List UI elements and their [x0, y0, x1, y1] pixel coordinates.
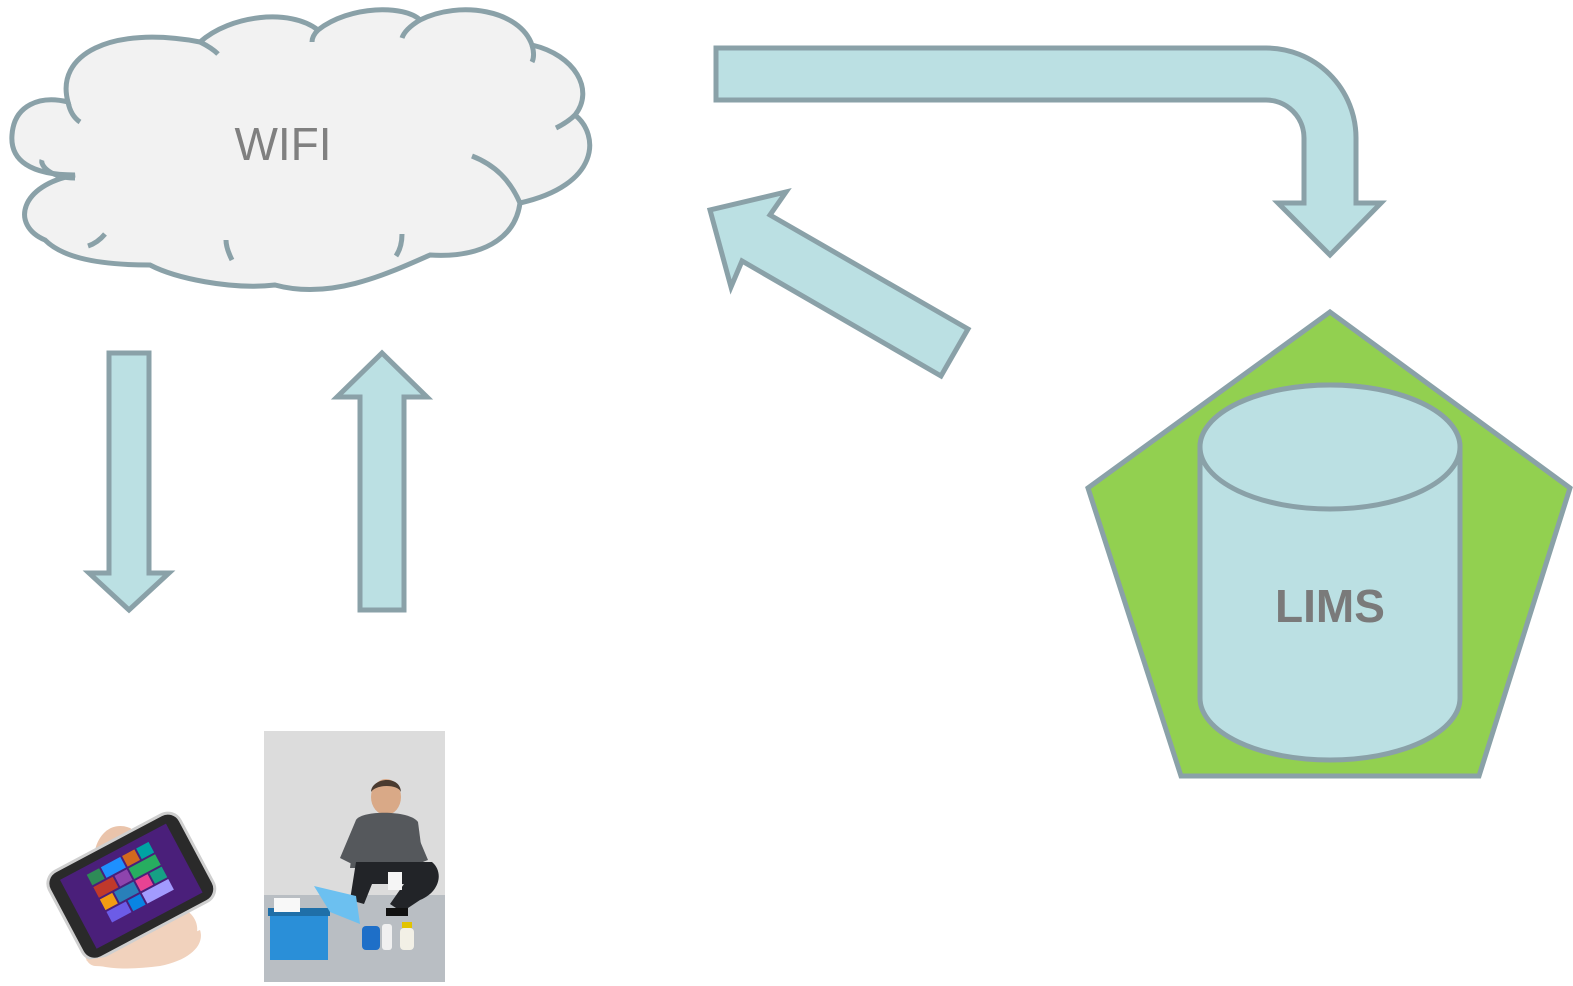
tablet-photo: [43, 808, 220, 968]
arrow-bent-to-lims: [716, 48, 1381, 255]
sample-bottle: [362, 926, 380, 950]
lims-database-top: [1200, 385, 1460, 509]
lims-label: LIMS: [1275, 580, 1385, 632]
wifi-cloud-label: WIFI: [234, 118, 331, 170]
technician-shoe: [386, 908, 408, 916]
cool-box-body: [270, 912, 328, 960]
sample-bottle: [382, 924, 392, 950]
sample-bottle: [400, 928, 414, 950]
arrow-down-to-tablet: [89, 353, 169, 610]
cool-box-paper: [274, 898, 300, 912]
arrow-up-to-cloud: [337, 353, 427, 610]
sample-bottle-cap: [402, 922, 412, 928]
arrow-diagonal-to-cloud: [710, 192, 968, 376]
lims-node: LIMS: [1088, 312, 1570, 776]
wifi-cloud-seam: [532, 45, 534, 62]
wifi-cloud: WIFI: [12, 10, 590, 290]
technician-glove: [388, 872, 402, 890]
technician-photo: [264, 731, 445, 982]
